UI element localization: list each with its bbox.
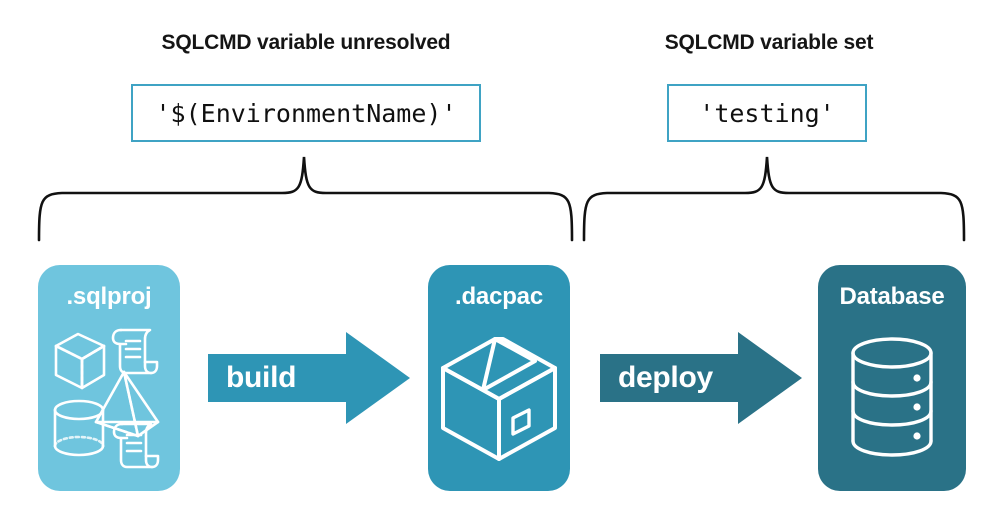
stage-dacpac-label: .dacpac	[455, 283, 543, 310]
brace-left-icon	[37, 156, 574, 242]
code-box-set-variable: 'testing'	[667, 84, 867, 142]
stage-database-label: Database	[839, 283, 945, 310]
brace-right-icon	[582, 156, 966, 242]
stage-dacpac-art	[428, 317, 570, 479]
database-dot-1	[913, 374, 921, 382]
annotation-title-right: SQLCMD variable set	[664, 31, 874, 54]
code-text-unresolved: '$(EnvironmentName)'	[155, 98, 457, 128]
cube-icon	[54, 332, 106, 390]
database-dot-3	[913, 432, 921, 440]
cylinder-icon	[53, 399, 105, 457]
arrow-deploy: deploy	[600, 328, 802, 428]
stage-sqlproj-art	[38, 317, 180, 479]
project-objects-icon	[53, 328, 160, 469]
stage-database[interactable]: Database	[818, 265, 966, 491]
code-text-set: 'testing'	[699, 98, 835, 128]
stage-sqlproj[interactable]: .sqlproj	[38, 265, 180, 491]
package-box-icon	[441, 337, 557, 461]
scroll-icon-bottom	[112, 422, 160, 469]
arrow-build-icon	[208, 332, 410, 424]
database-dot-2	[913, 403, 921, 411]
arrow-deploy-icon	[600, 332, 802, 424]
stage-dacpac[interactable]: .dacpac	[428, 265, 570, 491]
code-box-unresolved-variable: '$(EnvironmentName)'	[131, 84, 481, 142]
stage-sqlproj-label: .sqlproj	[66, 283, 152, 310]
scroll-icon-top	[111, 328, 159, 375]
stage-database-art	[818, 317, 966, 479]
arrow-deploy-shape	[600, 332, 802, 424]
database-cylinder-icon	[851, 337, 933, 457]
annotation-title-left: SQLCMD variable unresolved	[161, 31, 451, 54]
arrow-build: build	[208, 328, 410, 428]
arrow-build-shape	[208, 332, 410, 424]
pyramid-icon	[94, 370, 160, 438]
